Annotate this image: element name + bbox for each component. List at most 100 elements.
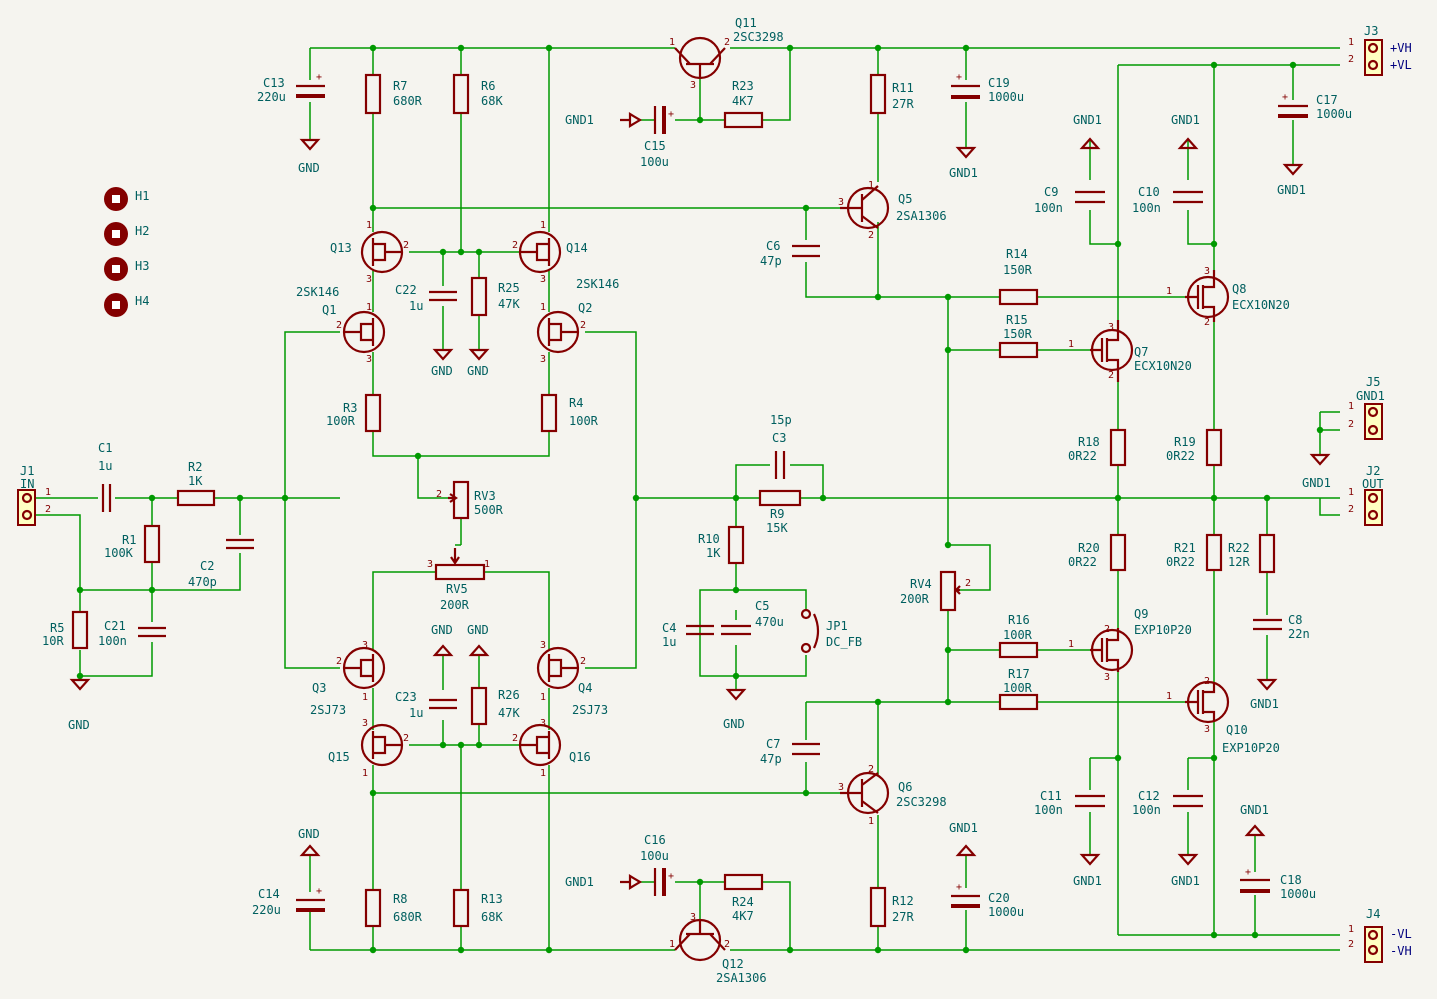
potentiometer-rv3: 2 RV3 500R	[436, 480, 504, 520]
resistor-r22: R22 12R	[1228, 533, 1276, 574]
c6-ref: C6	[766, 239, 780, 253]
potentiometer-rv4: 2 RV4 200R	[900, 570, 971, 612]
q13-pin3: 3	[366, 274, 372, 285]
c22-value: 1u	[409, 299, 423, 313]
gnd-symbol-input: GND	[68, 678, 91, 732]
q8-pin2: 2	[1204, 317, 1210, 328]
r14-value: 150R	[1003, 263, 1033, 277]
r24-ref: R24	[732, 895, 754, 909]
q8-ref: Q8	[1232, 282, 1246, 296]
gnd1-symbol-c15: GND1	[565, 112, 643, 128]
r5-ref: R5	[50, 621, 64, 635]
net-label-minus-vl: -VL	[1390, 927, 1412, 941]
q1-pin3: 3	[366, 354, 372, 365]
capacitor-c9: C9 100n	[1034, 185, 1105, 215]
q3-pin3: 3	[362, 640, 368, 651]
r10-ref: R10	[698, 532, 720, 546]
c8-ref: C8	[1288, 613, 1302, 627]
capacitor-c6: C6 47p	[760, 239, 820, 268]
c17-plus: +	[1282, 92, 1288, 103]
r14-ref: R14	[1006, 247, 1028, 261]
mounting-hole-h3: H3	[104, 257, 149, 281]
mounting-hole-h1: H1	[104, 187, 149, 211]
rv4-pin2: 2	[965, 578, 971, 589]
resistor-r18: R18 0R22	[1068, 428, 1127, 467]
connector-j5: J5 GND1 1 2	[1348, 375, 1385, 440]
j3-pin2: 2	[1348, 54, 1354, 65]
mosfet-q9: 1 2 3 Q9 EXP10P20	[1068, 607, 1192, 683]
gnd-label-8: GND	[298, 827, 320, 841]
capacitor-c13: + C13 220u	[257, 72, 325, 104]
resistor-r21: R21 0R22	[1166, 533, 1223, 572]
q16-pin3: 3	[540, 718, 546, 729]
q9-pin1: 1	[1068, 639, 1074, 650]
gnd1-label-8: GND1	[1250, 697, 1279, 711]
r11-value: 27R	[892, 97, 914, 111]
rv3-pin2: 2	[436, 489, 442, 500]
c1-ref: C1	[98, 441, 112, 455]
q4-value: 2SJ73	[572, 703, 608, 717]
c20-value: 1000u	[988, 905, 1024, 919]
r5-value: 10R	[42, 634, 64, 648]
j2-value: OUT	[1362, 477, 1384, 491]
c9-ref: C9	[1044, 185, 1058, 199]
r26-value: 47K	[498, 706, 520, 720]
jumper-jp1: JP1 DC_FB	[800, 608, 862, 654]
resistor-r3: R3 100R	[326, 393, 382, 433]
c5-ref: C5	[755, 599, 769, 613]
gnd1-label-9: GND1	[1073, 874, 1102, 888]
capacitor-c16: + C16 100u	[640, 833, 674, 896]
gnd-symbol-c4: GND	[723, 688, 747, 731]
r15-value: 150R	[1003, 327, 1033, 341]
potentiometer-rv5: 3 1 RV5 200R	[427, 548, 490, 612]
q12-pin3: 3	[690, 912, 696, 923]
r18-ref: R18	[1078, 435, 1100, 449]
capacitor-c10: C10 100n	[1132, 185, 1203, 215]
r12-ref: R12	[892, 894, 914, 908]
c14-value: 220u	[252, 903, 281, 917]
gnd-symbol-r26: GND	[467, 623, 490, 657]
r13-ref: R13	[481, 892, 503, 906]
c20-plus: +	[956, 882, 962, 893]
connector-j2: J2 OUT 1 2	[1348, 464, 1384, 526]
net-label-plus-vl: +VL	[1390, 58, 1412, 72]
bjt-q12: 1 2 3 Q12 2SA1306	[669, 912, 767, 985]
resistor-r15: R15 150R	[998, 313, 1039, 359]
c3-value: 15p	[770, 413, 792, 427]
q6-pin1: 1	[868, 816, 874, 827]
jfet-q15: 3 2 1 Q15	[328, 718, 409, 779]
gnd1-symbol-j5: GND1	[1302, 453, 1331, 490]
q4-pin2: 2	[580, 656, 586, 667]
c18-value: 1000u	[1280, 887, 1316, 901]
j5-ref: J5	[1366, 375, 1380, 389]
h2-label: H2	[135, 224, 149, 238]
capacitor-c18: + C18 1000u	[1240, 867, 1316, 901]
gnd1-label-10: GND1	[1171, 874, 1200, 888]
capacitor-c4: C4 1u	[662, 621, 714, 649]
r19-ref: R19	[1174, 435, 1196, 449]
gnd1-symbol-c8: GND1	[1250, 678, 1279, 711]
r3-ref: R3	[343, 401, 357, 415]
jfet-q2: 1 2 3 Q2	[536, 301, 592, 365]
gnd-label-5: GND	[723, 717, 745, 731]
j2-pin2: 2	[1348, 504, 1354, 515]
gnd1-symbol-c12: GND1	[1171, 853, 1200, 888]
h3-label: H3	[135, 259, 149, 273]
connector-j4: J4 1 2 -VL -VH	[1348, 907, 1412, 963]
r8-value: 680R	[393, 910, 423, 924]
mosfet-q8: 1 3 2 Q8 ECX10N20	[1166, 266, 1290, 328]
c1-value: 1u	[98, 459, 112, 473]
jfet-q4: 3 2 1 Q4 2SJ73	[536, 640, 608, 717]
j1-pin2: 2	[45, 504, 51, 515]
resistor-r20: R20 0R22	[1068, 533, 1127, 572]
q3-pin1: 1	[362, 692, 368, 703]
j3-ref: J3	[1364, 24, 1378, 38]
gnd-label-2: GND	[431, 364, 453, 378]
gnd-symbol-c14: GND	[298, 827, 321, 857]
q1-pin1: 1	[366, 302, 372, 313]
c11-value: 100n	[1034, 803, 1063, 817]
capacitor-c15: + C15 100u	[640, 106, 674, 169]
c8-value: 22n	[1288, 627, 1310, 641]
resistor-r23: R23 4K7	[723, 79, 764, 129]
rv5-pin3: 3	[427, 559, 433, 570]
